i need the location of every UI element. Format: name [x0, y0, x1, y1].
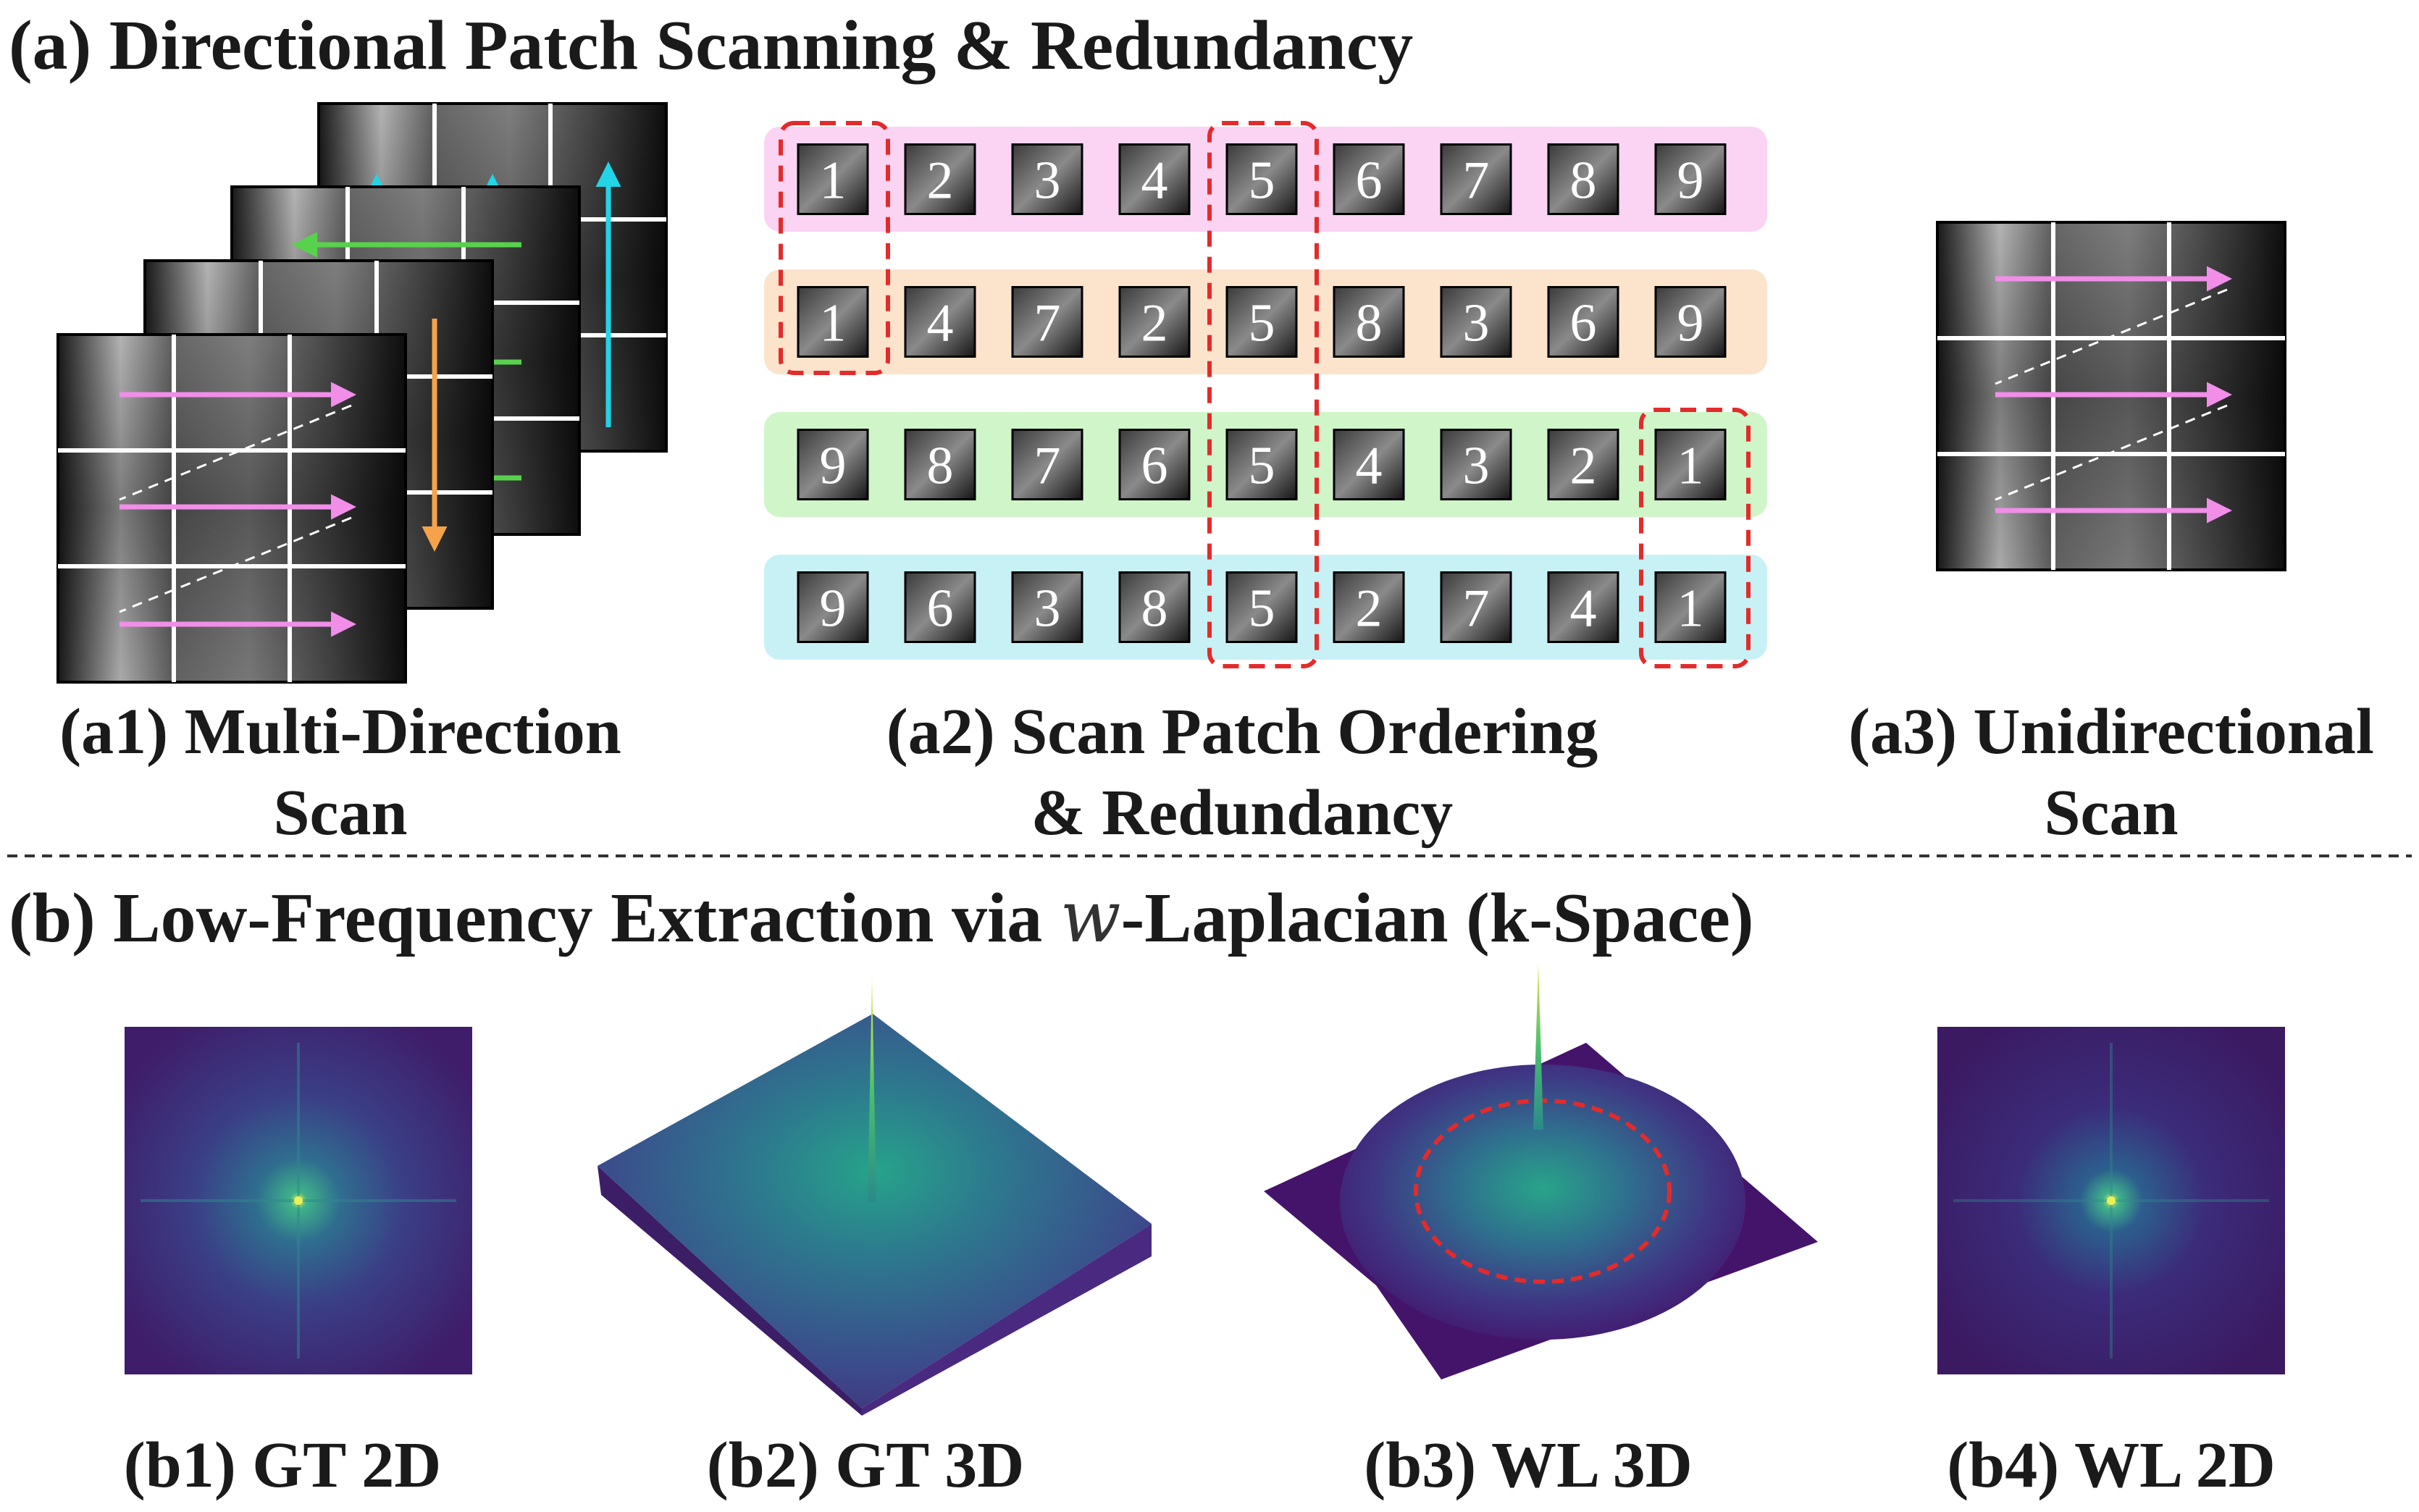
patch-number: 9 — [820, 579, 847, 639]
redundancy-box-patch-5 — [1207, 121, 1319, 668]
redundancy-box-patch-1 — [779, 121, 890, 375]
patch-number: 9 — [1677, 151, 1704, 211]
patch-tile — [1547, 143, 1619, 215]
patch-number: 9 — [820, 437, 847, 496]
patch-number: 2 — [1356, 579, 1383, 639]
b2-gt-3d-surface — [598, 978, 1152, 1416]
patch-tile — [1225, 143, 1298, 215]
patch-number: 1 — [820, 151, 847, 211]
a3-caption-line1: (a3) Unidirectional — [1848, 696, 2374, 768]
patch-number: 2 — [927, 151, 954, 211]
patch-number: 1 — [820, 294, 847, 353]
patch-tile — [1011, 143, 1083, 215]
patch-tile — [1333, 143, 1405, 215]
patch-tile — [1011, 429, 1083, 500]
b2-caption: (b2) GT 3D — [707, 1429, 1024, 1501]
patch-tile — [904, 429, 976, 500]
patch-number: 1 — [1677, 437, 1704, 496]
patch-tile — [797, 286, 869, 358]
a2-caption-line2: & Redundancy — [1031, 777, 1454, 849]
patch-number: 6 — [927, 579, 954, 639]
patch-number: 7 — [1034, 437, 1061, 496]
patch-tile — [1547, 286, 1619, 358]
b4-wl-2d-spectrum — [1937, 1027, 2285, 1374]
patch-tile — [1225, 429, 1298, 500]
section-a-title: (a) Directional Patch Scanning & Redunda… — [9, 7, 1413, 85]
patch-number: 8 — [1570, 151, 1597, 211]
patch-number: 7 — [1463, 151, 1490, 211]
patch-number: 6 — [1141, 437, 1168, 496]
patch-number: 1 — [1677, 579, 1704, 639]
patch-number: 8 — [1141, 579, 1168, 639]
patch-tile — [1225, 286, 1298, 358]
patch-number: 5 — [1249, 151, 1275, 211]
a1-caption-line2: Scan — [273, 777, 407, 849]
patch-number: 3 — [1034, 151, 1061, 211]
patch-tile — [904, 571, 976, 643]
patch-tile — [1654, 286, 1727, 358]
patch-number: 5 — [1249, 294, 1275, 353]
patch-tile — [1011, 286, 1083, 358]
low-frequency-boundary — [1414, 1099, 1672, 1284]
patch-number: 4 — [1141, 151, 1168, 211]
omega-symbol: w — [1060, 876, 1121, 959]
patch-number: 8 — [1356, 294, 1383, 353]
patch-number: 8 — [927, 437, 954, 496]
patch-number: 3 — [1034, 579, 1061, 639]
patch-tile — [1654, 429, 1727, 500]
patch-tile — [797, 143, 869, 215]
b3-wl-3d-surface — [1264, 963, 1818, 1379]
a3-unidirectional-frame — [1936, 221, 2286, 571]
patch-tile — [1333, 286, 1405, 358]
patch-number: 2 — [1141, 294, 1168, 353]
a1-frame-pink — [56, 333, 407, 684]
b3-caption: (b3) WL 3D — [1364, 1429, 1692, 1501]
patch-tile — [904, 286, 976, 358]
patch-tile — [1333, 571, 1405, 643]
a1-caption-line1: (a1) Multi-Direction — [59, 696, 621, 768]
patch-tile — [1440, 143, 1512, 215]
patch-number: 3 — [1463, 294, 1490, 353]
patch-tile — [1440, 286, 1512, 358]
patch-number: 2 — [1570, 437, 1597, 496]
a3-caption-line2: Scan — [2044, 777, 2178, 849]
a2-caption-line1: (a2) Scan Patch Ordering — [886, 696, 1598, 768]
patch-number: 4 — [1356, 437, 1383, 496]
patch-tile — [797, 429, 869, 500]
patch-number: 7 — [1034, 294, 1061, 353]
patch-number: 5 — [1249, 579, 1275, 639]
patch-tile — [1440, 571, 1512, 643]
patch-number: 3 — [1463, 437, 1490, 496]
b4-caption: (b4) WL 2D — [1947, 1429, 2275, 1501]
patch-tile — [1225, 571, 1298, 643]
patch-tile — [797, 571, 869, 643]
patch-number: 6 — [1570, 294, 1597, 353]
patch-tile — [1118, 143, 1191, 215]
patch-number: 6 — [1356, 151, 1383, 211]
section-b-title: (b) Low-Frequency Extraction via w-Lapla… — [9, 876, 1754, 959]
patch-tile — [1440, 429, 1512, 500]
b1-caption: (b1) GT 2D — [124, 1429, 441, 1501]
patch-tile — [904, 143, 976, 215]
patch-tile — [1547, 429, 1619, 500]
patch-tile — [1118, 286, 1191, 358]
redundancy-box-patch-1-reversed — [1639, 408, 1751, 668]
patch-tile — [1333, 429, 1405, 500]
patch-tile — [1118, 429, 1191, 500]
patch-number: 7 — [1463, 579, 1490, 639]
a2-scan-rows: 1 2 3 4 5 6 7 8 9 1 4 7 2 5 8 3 6 9 9 8 7 6 5 4 3 2 1 9 6 3 8 5 2 7 4 1 — [764, 127, 1767, 660]
patch-number: 4 — [927, 294, 954, 353]
b1-gt-2d-spectrum — [125, 1027, 472, 1374]
patch-number: 9 — [1677, 294, 1704, 353]
patch-tile — [1654, 571, 1727, 643]
patch-number: 5 — [1249, 437, 1275, 496]
patch-number: 4 — [1570, 579, 1597, 639]
patch-tile — [1547, 571, 1619, 643]
patch-tile — [1118, 571, 1191, 643]
patch-tile — [1654, 143, 1727, 215]
a2-redundancy-boxes — [779, 121, 1751, 668]
a1-multi-direction-stack — [56, 102, 668, 684]
patch-tile — [1011, 571, 1083, 643]
